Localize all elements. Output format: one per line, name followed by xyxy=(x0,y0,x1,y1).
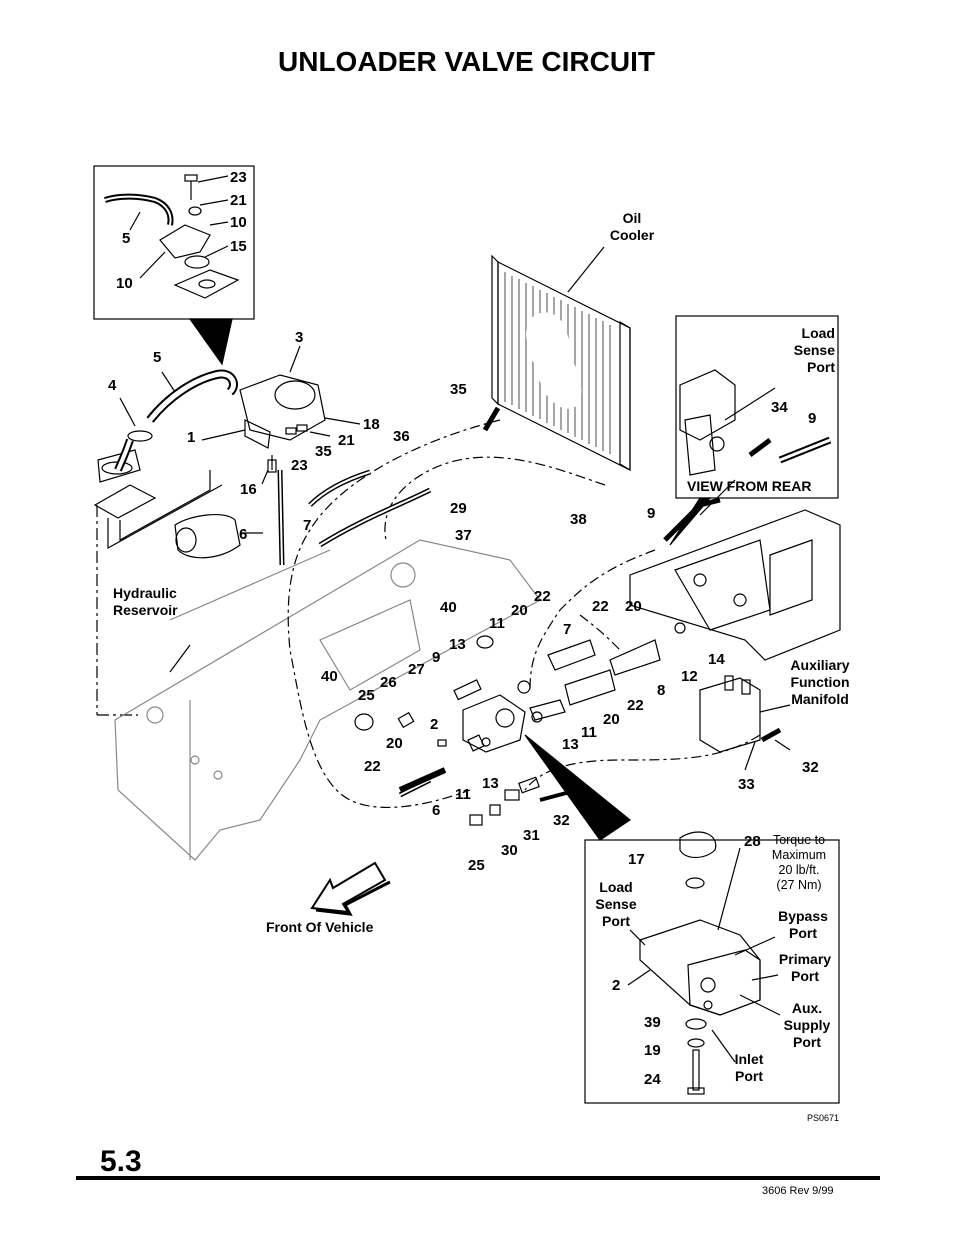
callout-13: 13 xyxy=(449,636,466,653)
callout-29: 29 xyxy=(450,500,467,517)
callout-9: 9 xyxy=(647,505,656,522)
page-title: UNLOADER VALVE CIRCUIT xyxy=(278,46,655,77)
callout-6: 6 xyxy=(239,526,248,543)
vehicle-frame-drawing xyxy=(114,539,541,861)
label-hydraulic-reservoir: Hydraulic Reservoir xyxy=(113,585,178,618)
callout-25: 25 xyxy=(358,687,375,704)
callout-21: 21 xyxy=(338,432,355,449)
control-valve-drawing xyxy=(629,479,841,661)
callout-16: 16 xyxy=(240,481,257,498)
label-load-sense-port: Load Sense Port xyxy=(595,879,637,929)
label-bypass-port: Bypass Port xyxy=(778,908,828,941)
callout-15: 15 xyxy=(230,238,247,255)
label-view-from-rear: VIEW FROM REAR xyxy=(687,478,812,494)
callout-10: 10 xyxy=(230,214,247,231)
callout-11: 11 xyxy=(581,724,597,741)
oil-cooler-drawing xyxy=(491,246,631,472)
callout-20: 20 xyxy=(603,711,620,728)
figure-id: PS0671 xyxy=(807,1113,840,1123)
label-front-of-vehicle: Front Of Vehicle xyxy=(266,919,374,935)
detail-pointer-wedge xyxy=(524,734,632,841)
label-oil-cooler: Oil Cooler xyxy=(609,210,655,243)
label-torque-note: Torque to Maximum 20 lb/ft. (27 Nm) xyxy=(771,833,827,892)
callout-38: 38 xyxy=(570,511,587,528)
callout-13: 13 xyxy=(562,736,579,753)
document-revision: 3606 Rev 9/99 xyxy=(762,1185,834,1197)
callout-11: 11 xyxy=(489,615,505,632)
callout-10: 10 xyxy=(116,275,133,292)
callout-12: 12 xyxy=(681,668,698,685)
callout-2: 2 xyxy=(430,716,439,733)
footer-rule xyxy=(76,1176,880,1180)
callout-32: 32 xyxy=(802,759,819,776)
callout-28: 28 xyxy=(744,833,761,850)
callout-25: 25 xyxy=(468,857,485,874)
callout-36: 36 xyxy=(393,428,410,445)
callout-35: 35 xyxy=(450,381,467,398)
callout-22: 22 xyxy=(592,598,609,615)
valve-detail-box xyxy=(584,839,840,1104)
callout-1: 1 xyxy=(187,429,196,446)
callout-22: 22 xyxy=(534,588,551,605)
label-auxiliary-function-manifold: Auxiliary Function Manifold xyxy=(790,657,850,707)
view-pointer-wedge xyxy=(669,497,712,546)
callout-23: 23 xyxy=(291,457,308,474)
callout-40: 40 xyxy=(321,668,338,685)
callout-20: 20 xyxy=(386,735,403,752)
callout-37: 37 xyxy=(455,527,472,544)
callout-20: 20 xyxy=(511,602,528,619)
callout-34: 34 xyxy=(771,399,788,416)
callout-21: 21 xyxy=(230,192,247,209)
callout-27: 27 xyxy=(408,661,425,678)
callout-35: 35 xyxy=(315,443,332,460)
hoses-solid xyxy=(308,406,501,798)
callout-32: 32 xyxy=(553,812,570,829)
callout-18: 18 xyxy=(363,416,380,433)
callout-24: 24 xyxy=(644,1071,661,1088)
callout-17: 17 xyxy=(628,851,645,868)
callout-13: 13 xyxy=(482,775,499,792)
callout-26: 26 xyxy=(380,674,397,691)
callout-30: 30 xyxy=(501,842,518,859)
callout-4: 4 xyxy=(108,377,117,394)
pump-assembly-drawing xyxy=(119,345,361,566)
valve-detail-drawing xyxy=(627,831,781,1095)
callout-5: 5 xyxy=(153,349,162,366)
callout-20: 20 xyxy=(625,598,642,615)
callout-19: 19 xyxy=(644,1042,661,1059)
inset-detail-box xyxy=(93,165,255,320)
inset-pointer xyxy=(188,318,233,366)
callout-9: 9 xyxy=(432,649,441,666)
callout-11: 11 xyxy=(455,786,471,803)
section-number: 5.3 xyxy=(100,1145,142,1178)
callout-33: 33 xyxy=(738,776,755,793)
callout-23: 23 xyxy=(230,169,247,186)
callout-2: 2 xyxy=(612,977,621,994)
callout-9: 9 xyxy=(808,410,817,427)
callout-39: 39 xyxy=(644,1014,661,1031)
callout-7: 7 xyxy=(303,517,312,534)
callout-22: 22 xyxy=(627,697,644,714)
callout-5: 5 xyxy=(122,230,131,247)
view-from-rear-box xyxy=(675,315,839,499)
callout-6: 6 xyxy=(432,802,441,819)
view-from-rear-drawing xyxy=(679,369,832,476)
callout-22: 22 xyxy=(364,758,381,775)
label-aux-supply-port: Aux. Supply Port xyxy=(783,1000,831,1050)
hydraulic-reservoir-drawing xyxy=(93,438,263,716)
callout-40: 40 xyxy=(440,599,457,616)
label-primary-port: Primary Port xyxy=(778,951,832,984)
callout-7: 7 xyxy=(563,621,572,638)
callout-14: 14 xyxy=(708,651,725,668)
label-load-sense-port-rear: Load Sense Port xyxy=(793,325,835,375)
label-inlet-port: Inlet Port xyxy=(734,1051,764,1084)
auxiliary-manifold-drawing xyxy=(699,675,791,771)
callout-31: 31 xyxy=(523,827,540,844)
callout-8: 8 xyxy=(657,682,666,699)
callout-3: 3 xyxy=(295,329,304,346)
